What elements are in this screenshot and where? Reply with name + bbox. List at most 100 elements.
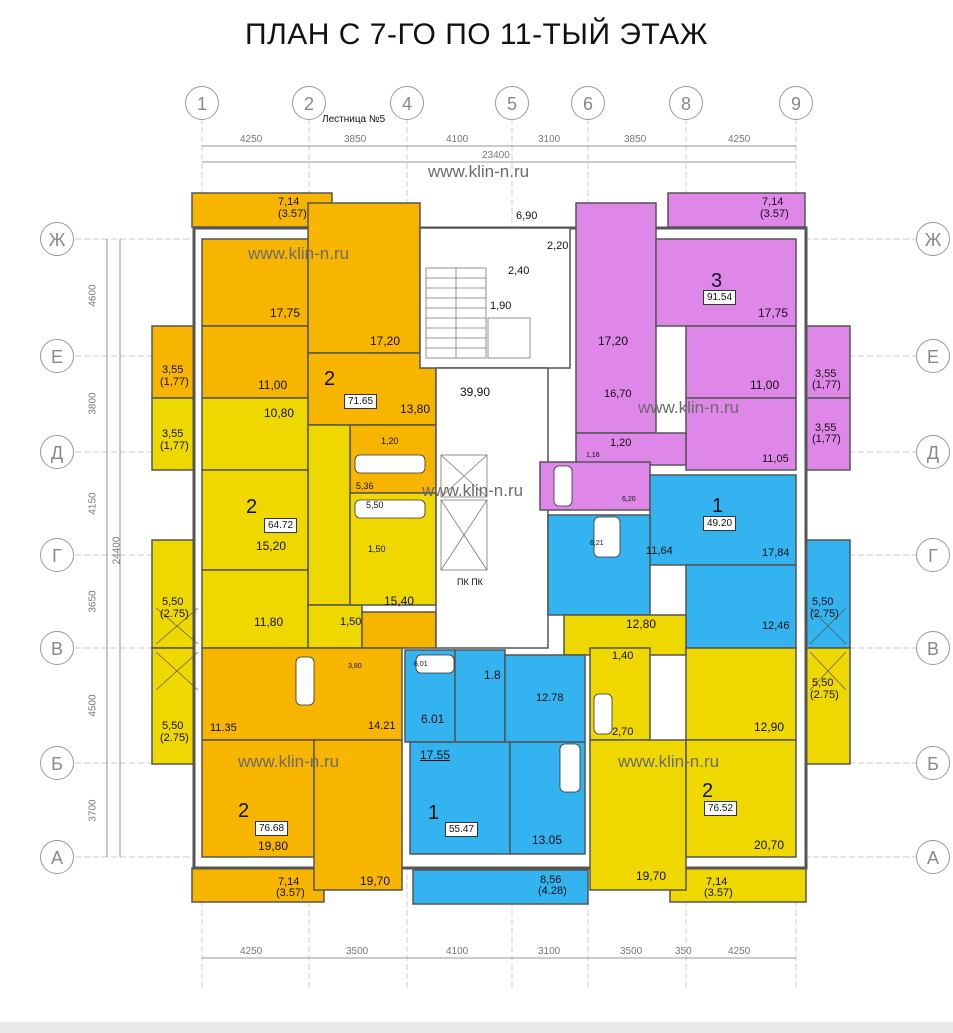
axis-left-g: Г bbox=[40, 538, 74, 572]
area: 17,75 bbox=[270, 306, 301, 320]
axis-top-6: 8 bbox=[669, 86, 703, 120]
area: 11,64 bbox=[646, 545, 673, 557]
apt-total-1: 71.65 bbox=[344, 394, 378, 409]
area: 11,80 bbox=[254, 615, 284, 629]
apt-total-3: 64.72 bbox=[264, 518, 298, 533]
area: 2,70 bbox=[612, 726, 634, 738]
axis-top-7: 9 bbox=[779, 86, 813, 120]
area: 1,20 bbox=[610, 437, 632, 449]
area: 17,20 bbox=[598, 334, 629, 348]
apt-rooms-3: 2 bbox=[246, 496, 258, 518]
area: 5,50 bbox=[812, 596, 834, 608]
dim-top-2: 3850 bbox=[344, 134, 367, 145]
apt-rooms-5: 1 bbox=[428, 802, 440, 824]
stair-flights bbox=[425, 267, 531, 571]
dim-top-6: 4250 bbox=[728, 134, 751, 145]
dim-left-3: 4150 bbox=[87, 492, 99, 515]
area: (2.75) bbox=[160, 732, 189, 744]
area: 6,90 bbox=[516, 210, 538, 222]
area: 13,80 bbox=[400, 402, 431, 416]
area: (1,77) bbox=[160, 440, 189, 452]
area: 17,75 bbox=[758, 306, 789, 320]
area: 7,14 bbox=[278, 876, 300, 888]
area: 10,80 bbox=[264, 406, 295, 420]
area: 7,14 bbox=[762, 196, 784, 208]
apartment-2-76b bbox=[563, 614, 797, 891]
area: 11,00 bbox=[750, 378, 780, 392]
area: (2.75) bbox=[160, 608, 189, 620]
area: 19,80 bbox=[258, 839, 289, 853]
dim-left-6: 3700 bbox=[87, 799, 99, 822]
area: 19,70 bbox=[636, 869, 667, 883]
watermark-4: www.klin-n.ru bbox=[422, 481, 524, 500]
dim-top-4: 3100 bbox=[538, 134, 561, 145]
tiny-label: 1,16 bbox=[586, 452, 600, 459]
area: 19,70 bbox=[360, 874, 391, 888]
loggia-ne bbox=[667, 192, 806, 228]
area: 1,50 bbox=[368, 544, 386, 554]
area: 3,55 bbox=[162, 364, 184, 376]
area: 39,90 bbox=[460, 385, 491, 399]
area: (2.75) bbox=[810, 608, 839, 620]
area: 15,40 bbox=[384, 594, 415, 608]
area: 12,90 bbox=[754, 720, 785, 734]
axis-right-d: Д bbox=[916, 435, 950, 469]
axis-left-v: В bbox=[40, 631, 74, 665]
area: 1,90 bbox=[490, 300, 512, 312]
watermark-2: www.klin-n.ru bbox=[248, 244, 350, 263]
area: (3.57) bbox=[704, 887, 733, 899]
area: 5,36 bbox=[356, 481, 374, 491]
area: 1.8 bbox=[484, 668, 501, 682]
apt-rooms-1: 2 bbox=[324, 368, 336, 390]
dim-top-1: 4250 bbox=[240, 134, 263, 145]
area: 16,70 bbox=[604, 388, 632, 400]
area: 5,50 bbox=[366, 500, 384, 510]
dim-top-5: 3850 bbox=[624, 134, 647, 145]
area: 11,00 bbox=[258, 378, 288, 392]
area: 17,84 bbox=[762, 547, 790, 559]
stair-core bbox=[419, 227, 571, 649]
area: (3.57) bbox=[276, 887, 305, 899]
axis-left-d: Д bbox=[40, 435, 74, 469]
axis-top-2: 2 bbox=[292, 86, 326, 120]
apt-total-6: 76.68 bbox=[255, 821, 289, 836]
dim-top-3: 4100 bbox=[446, 134, 469, 145]
dim-bottom-4: 3100 bbox=[538, 946, 561, 957]
dim-bottom-7: 4250 bbox=[728, 946, 751, 957]
dim-left-1: 4600 bbox=[87, 284, 99, 307]
area: 11,05 bbox=[762, 453, 789, 465]
axis-right-v: В bbox=[916, 631, 950, 665]
balcony-e4 bbox=[805, 647, 851, 765]
bottom-strip bbox=[0, 1022, 953, 1033]
dim-bottom-2: 3500 bbox=[346, 946, 369, 957]
area: 7,14 bbox=[278, 196, 300, 208]
bathtubs bbox=[295, 454, 621, 793]
area: (3.57) bbox=[760, 208, 789, 220]
watermark-1: www.klin-n.ru bbox=[428, 162, 530, 181]
axis-right-a: А bbox=[916, 840, 950, 874]
dim-left-5: 4500 bbox=[87, 694, 99, 717]
area: (1,77) bbox=[160, 376, 189, 388]
axis-top-4: 5 bbox=[495, 86, 529, 120]
balcony-hatches bbox=[155, 607, 847, 691]
area: 2,20 bbox=[547, 240, 569, 252]
watermark-3: www.klin-n.ru bbox=[638, 398, 740, 417]
area: (4.28) bbox=[538, 885, 567, 897]
area: 12,80 bbox=[626, 617, 657, 631]
axis-right-e: Е bbox=[916, 339, 950, 373]
area: (2.75) bbox=[810, 689, 839, 701]
loggia-sw bbox=[191, 867, 325, 903]
dim-bottom-5: 3500 bbox=[620, 946, 643, 957]
dim-left-4: 3650 bbox=[87, 590, 99, 613]
area: 12,46 bbox=[762, 620, 790, 632]
axis-right-b: Б bbox=[916, 746, 950, 780]
balcony-e3 bbox=[805, 539, 851, 649]
apt-rooms-6: 2 bbox=[238, 800, 250, 822]
axis-left-e: Е bbox=[40, 339, 74, 373]
dim-bottom-6: 350 bbox=[675, 946, 692, 957]
area: 15,20 bbox=[256, 539, 287, 553]
apt-rooms-2: 3 bbox=[711, 270, 723, 292]
axis-left-a: А bbox=[40, 840, 74, 874]
area: (1,77) bbox=[812, 379, 841, 391]
area: (1,77) bbox=[812, 433, 841, 445]
